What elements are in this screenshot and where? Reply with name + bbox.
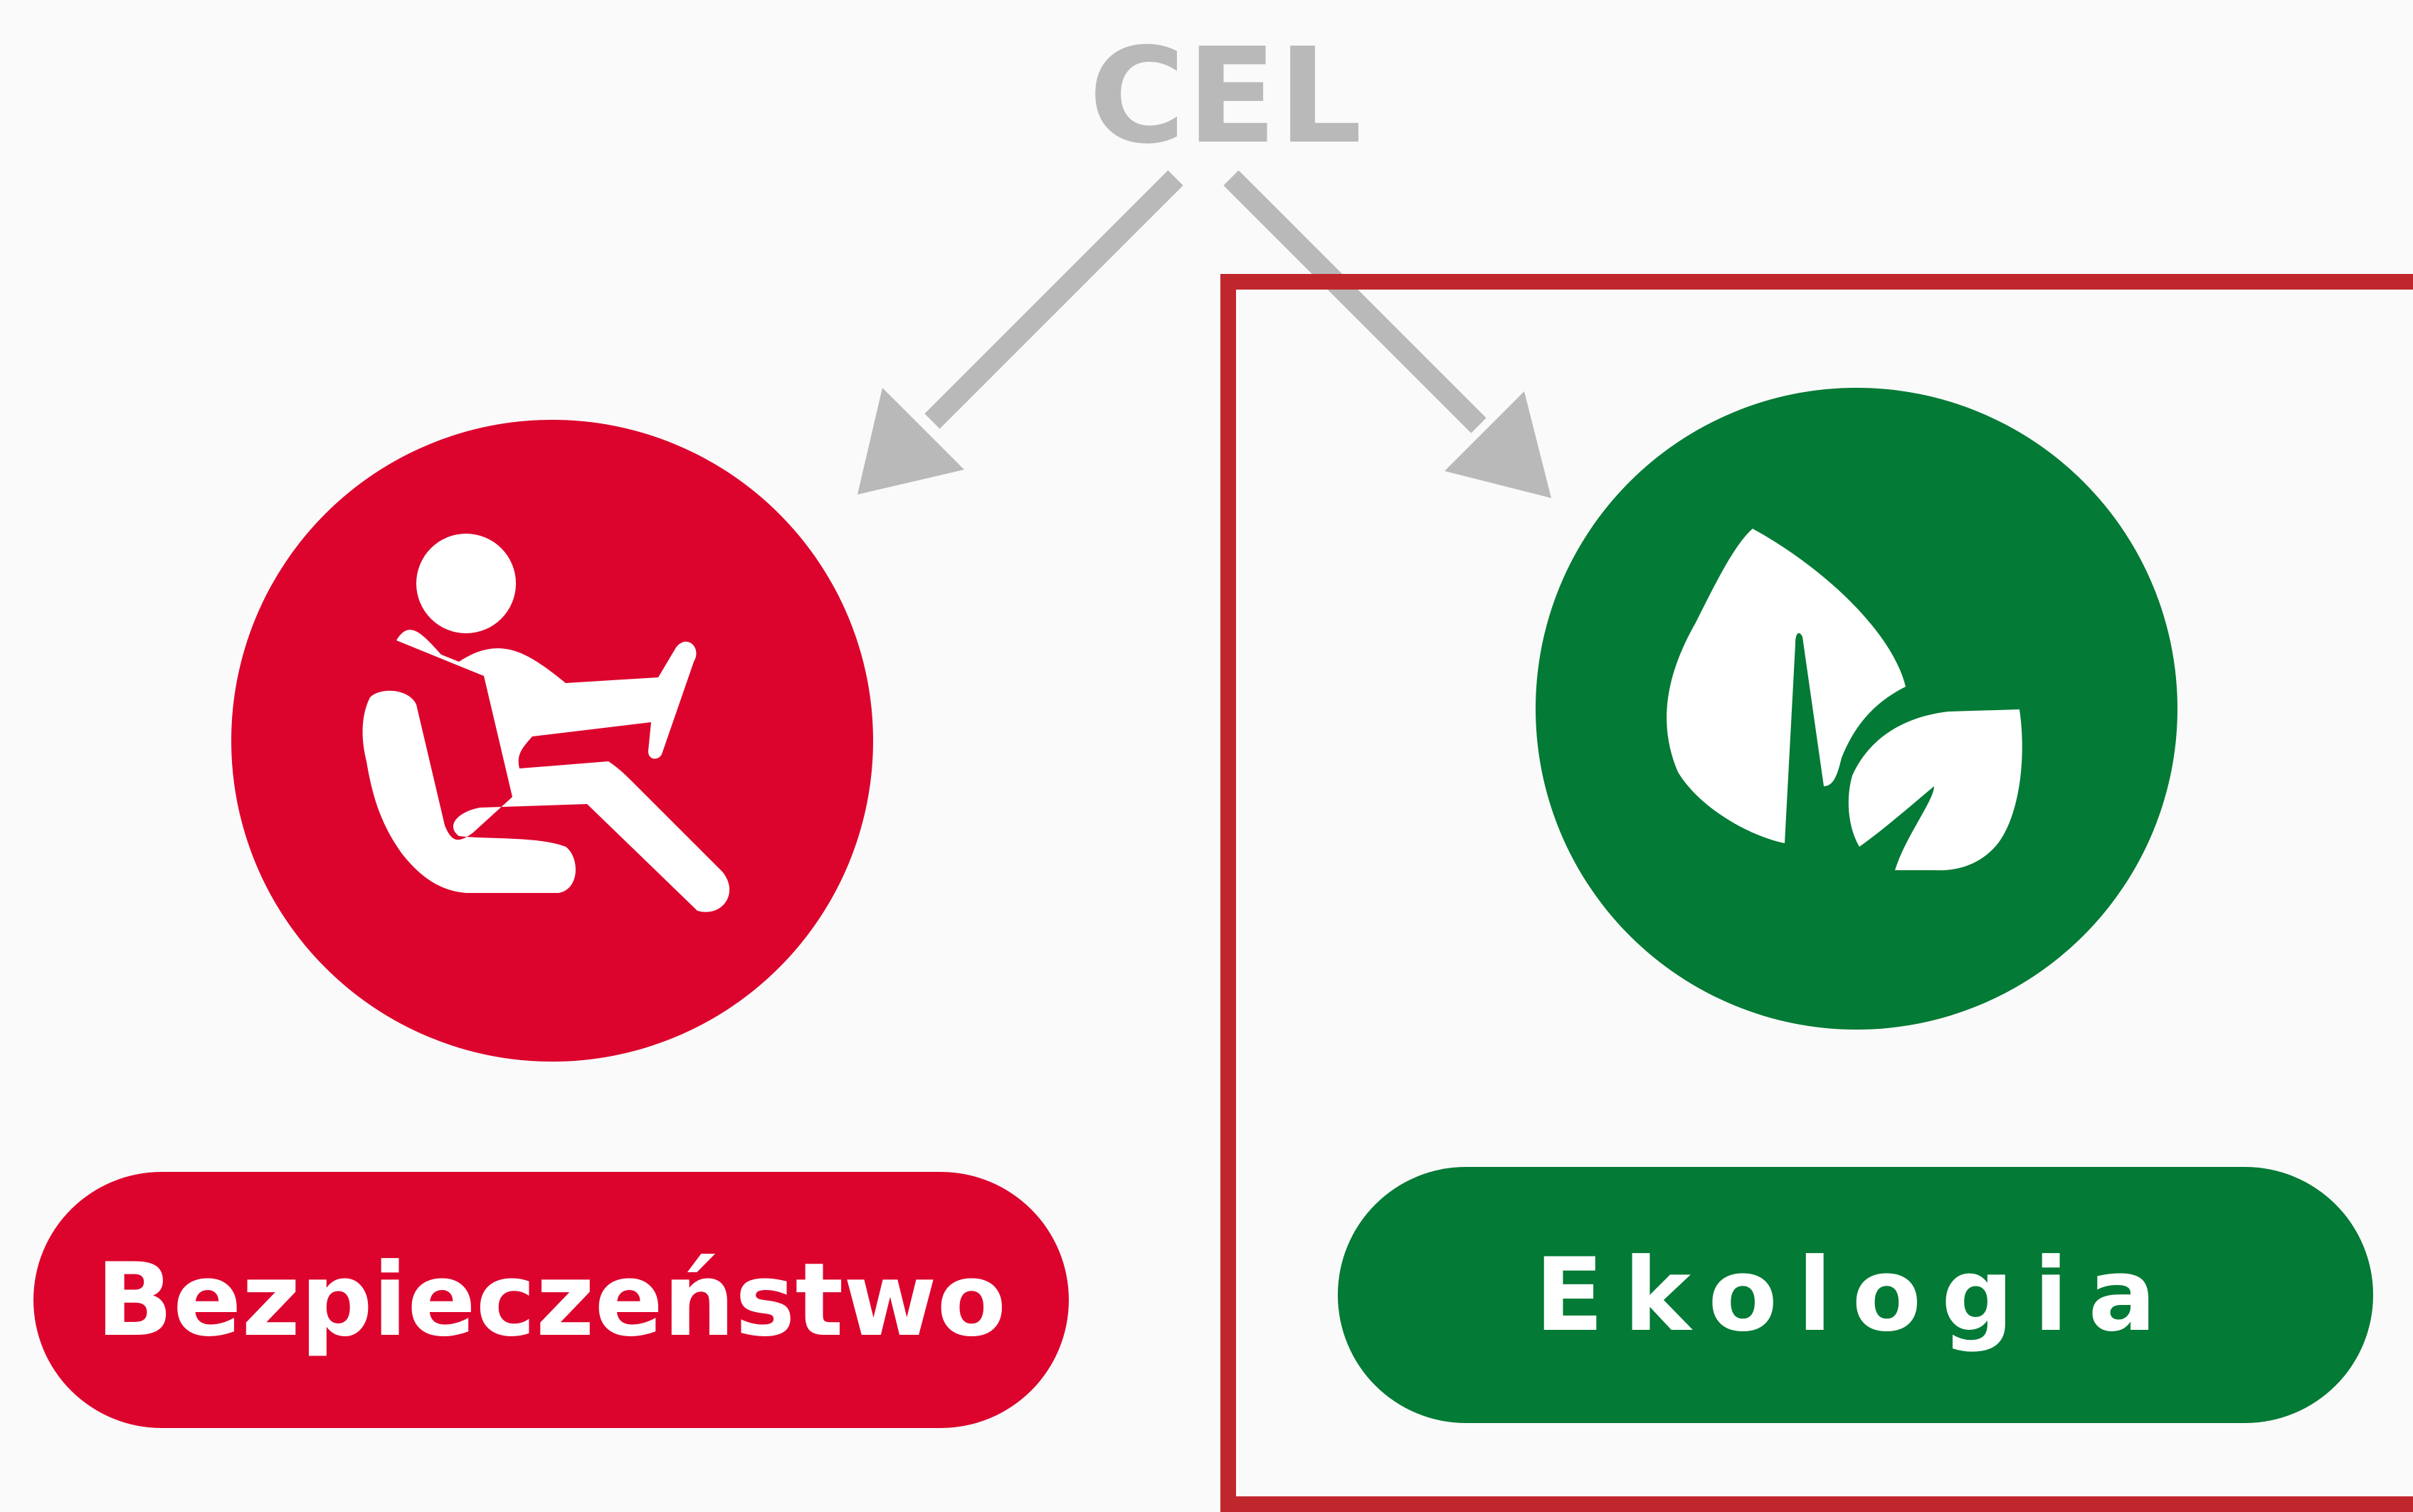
ecology-label-pill: Ekologia xyxy=(1338,1167,2373,1423)
ecology-circle xyxy=(1536,388,2178,1030)
ecology-label: Ekologia xyxy=(1534,1236,2177,1354)
leaves-icon xyxy=(1536,388,2177,1030)
safety-label-pill: Bezpieczeństwo xyxy=(33,1172,1069,1428)
safety-circle xyxy=(231,420,873,1062)
car-seat-passenger-icon xyxy=(231,420,873,1062)
highlight-frame xyxy=(1220,274,2413,1512)
safety-label: Bezpieczeństwo xyxy=(95,1241,1007,1359)
root-node-title: CEL xyxy=(1089,19,1364,173)
arrow-to-bezpieczenstwo xyxy=(857,170,1183,495)
